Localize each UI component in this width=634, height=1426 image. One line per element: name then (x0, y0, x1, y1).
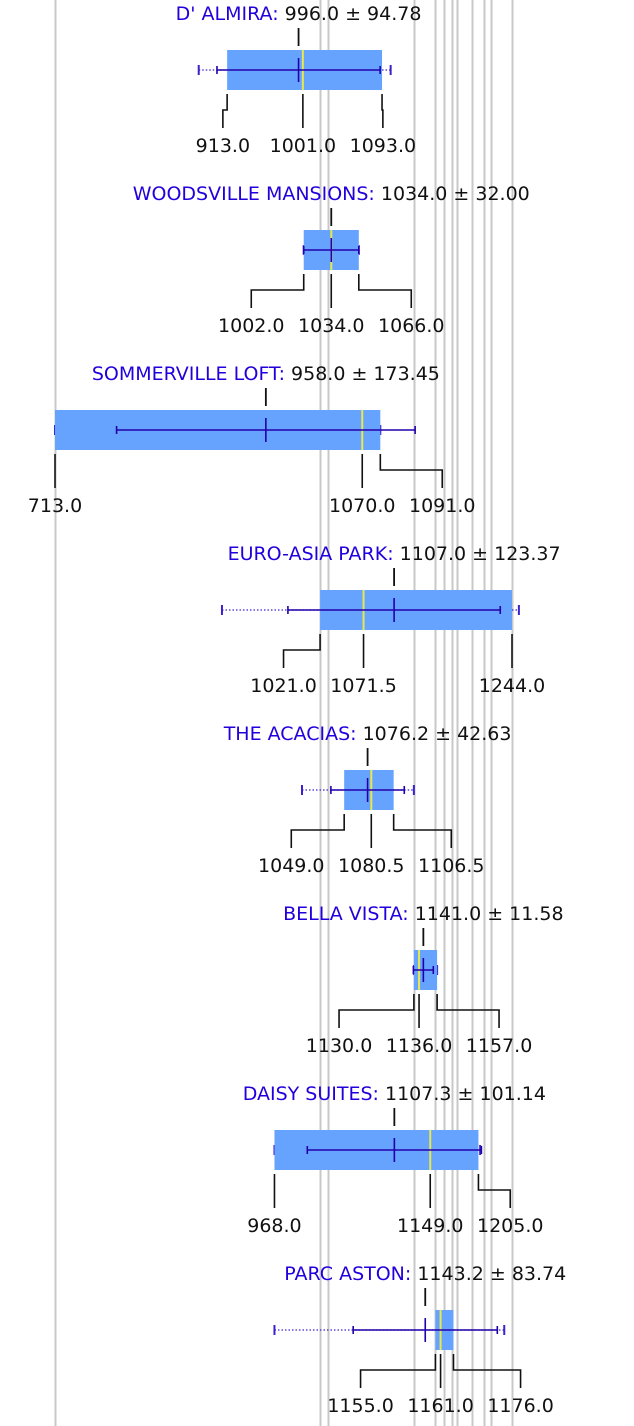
series-name: EURO-ASIA PARK: (228, 543, 400, 565)
value-label-2: 1176.0 (487, 1395, 553, 1417)
value-label-2: 1244.0 (479, 675, 545, 697)
series-summary: 1076.2 ± 42.63 (363, 723, 512, 745)
series-summary: 958.0 ± 173.45 (291, 363, 440, 385)
series-name: SOMMERVILLE LOFT: (92, 363, 291, 385)
grid-lines (54, 0, 514, 1426)
group-3: EURO-ASIA PARK: 1107.0 ± 123.37 1021.0 107… (220, 543, 561, 697)
series-title: D' ALMIRA: 996.0 ± 94.78 (176, 3, 422, 25)
bracket-0 (250, 274, 305, 308)
value-label-1: 1136.0 (386, 1035, 452, 1057)
series-summary: 1034.0 ± 32.00 (381, 183, 530, 205)
value-label-2: 1157.0 (466, 1035, 532, 1057)
group-4: THE ACACIAS: 1076.2 ± 42.63 1049.0 1080.5 1… (223, 723, 512, 877)
value-label-1: 1001.0 (270, 135, 336, 157)
group-0: D' ALMIRA: 996.0 ± 94.78 913.0 1001.0 1093.… (176, 3, 422, 157)
series-name: DAISY SUITES: (243, 1083, 385, 1105)
bracket-0 (359, 1354, 437, 1388)
series-title: EURO-ASIA PARK: 1107.0 ± 123.37 (228, 543, 561, 565)
bracket-2 (392, 814, 453, 848)
value-label-2: 1091.0 (409, 495, 475, 517)
series-name: D' ALMIRA: (176, 3, 285, 25)
value-label-0: 968.0 (247, 1215, 301, 1237)
value-label-0: 1021.0 (250, 675, 316, 697)
bracket-2 (381, 94, 384, 128)
series-title: BELLA VISTA: 1141.0 ± 11.58 (283, 903, 563, 925)
value-label-1: 1161.0 (407, 1395, 473, 1417)
series-title: SOMMERVILLE LOFT: 958.0 ± 173.45 (92, 363, 440, 385)
bracket-0 (338, 994, 415, 1028)
value-label-0: 1002.0 (218, 315, 284, 337)
bracket-2 (379, 454, 444, 488)
bracket-0 (290, 814, 345, 848)
series-summary: 1141.0 ± 11.58 (415, 903, 564, 925)
series-name: BELLA VISTA: (283, 903, 415, 925)
value-label-1: 1070.0 (329, 495, 395, 517)
value-label-2: 1093.0 (350, 135, 416, 157)
value-label-0: 713.0 (28, 495, 82, 517)
series-title: THE ACACIAS: 1076.2 ± 42.63 (223, 723, 512, 745)
value-label-2: 1066.0 (378, 315, 444, 337)
bracket-2 (477, 1174, 512, 1208)
series-name: WOODSVILLE MANSIONS: (133, 183, 381, 205)
series-summary: 996.0 ± 94.78 (285, 3, 422, 25)
group-1: WOODSVILLE MANSIONS: 1034.0 ± 32.00 1002.… (133, 183, 530, 337)
group-2: SOMMERVILLE LOFT: 958.0 ± 173.45 713.0 107… (28, 363, 476, 517)
bracket-2 (436, 994, 500, 1028)
series-summary: 1107.0 ± 123.37 (400, 543, 561, 565)
bracket-2 (452, 1354, 522, 1388)
series-name: PARC ASTON: (284, 1263, 417, 1285)
bracket-0 (222, 94, 228, 128)
series-title: WOODSVILLE MANSIONS: 1034.0 ± 32.00 (133, 183, 530, 205)
bracket-2 (358, 274, 413, 308)
value-label-0: 913.0 (196, 135, 250, 157)
value-label-0: 1155.0 (327, 1395, 393, 1417)
bracket-0 (282, 634, 321, 668)
value-label-1: 1149.0 (397, 1215, 463, 1237)
series-summary: 1107.3 ± 101.14 (385, 1083, 546, 1105)
value-label-2: 1205.0 (477, 1215, 543, 1237)
series-name: THE ACACIAS: (223, 723, 363, 745)
group-7: PARC ASTON: 1143.2 ± 83.74 1155.0 1161.0 11… (273, 1263, 566, 1417)
value-label-0: 1130.0 (306, 1035, 372, 1057)
value-label-1: 1080.5 (338, 855, 404, 877)
series-title: DAISY SUITES: 1107.3 ± 101.14 (243, 1083, 546, 1105)
group-6: DAISY SUITES: 1107.3 ± 101.14 968.0 1149.0… (243, 1083, 546, 1237)
value-label-1: 1071.5 (330, 675, 396, 697)
value-label-2: 1106.5 (418, 855, 484, 877)
boxplot-groups: D' ALMIRA: 996.0 ± 94.78 913.0 1001.0 1093.… (28, 3, 566, 1417)
group-5: BELLA VISTA: 1141.0 ± 11.58 1130.0 1136.0 1… (283, 903, 563, 1057)
value-label-1: 1034.0 (298, 315, 364, 337)
series-summary: 1143.2 ± 83.74 (417, 1263, 566, 1285)
value-label-0: 1049.0 (258, 855, 324, 877)
series-title: PARC ASTON: 1143.2 ± 83.74 (284, 1263, 566, 1285)
